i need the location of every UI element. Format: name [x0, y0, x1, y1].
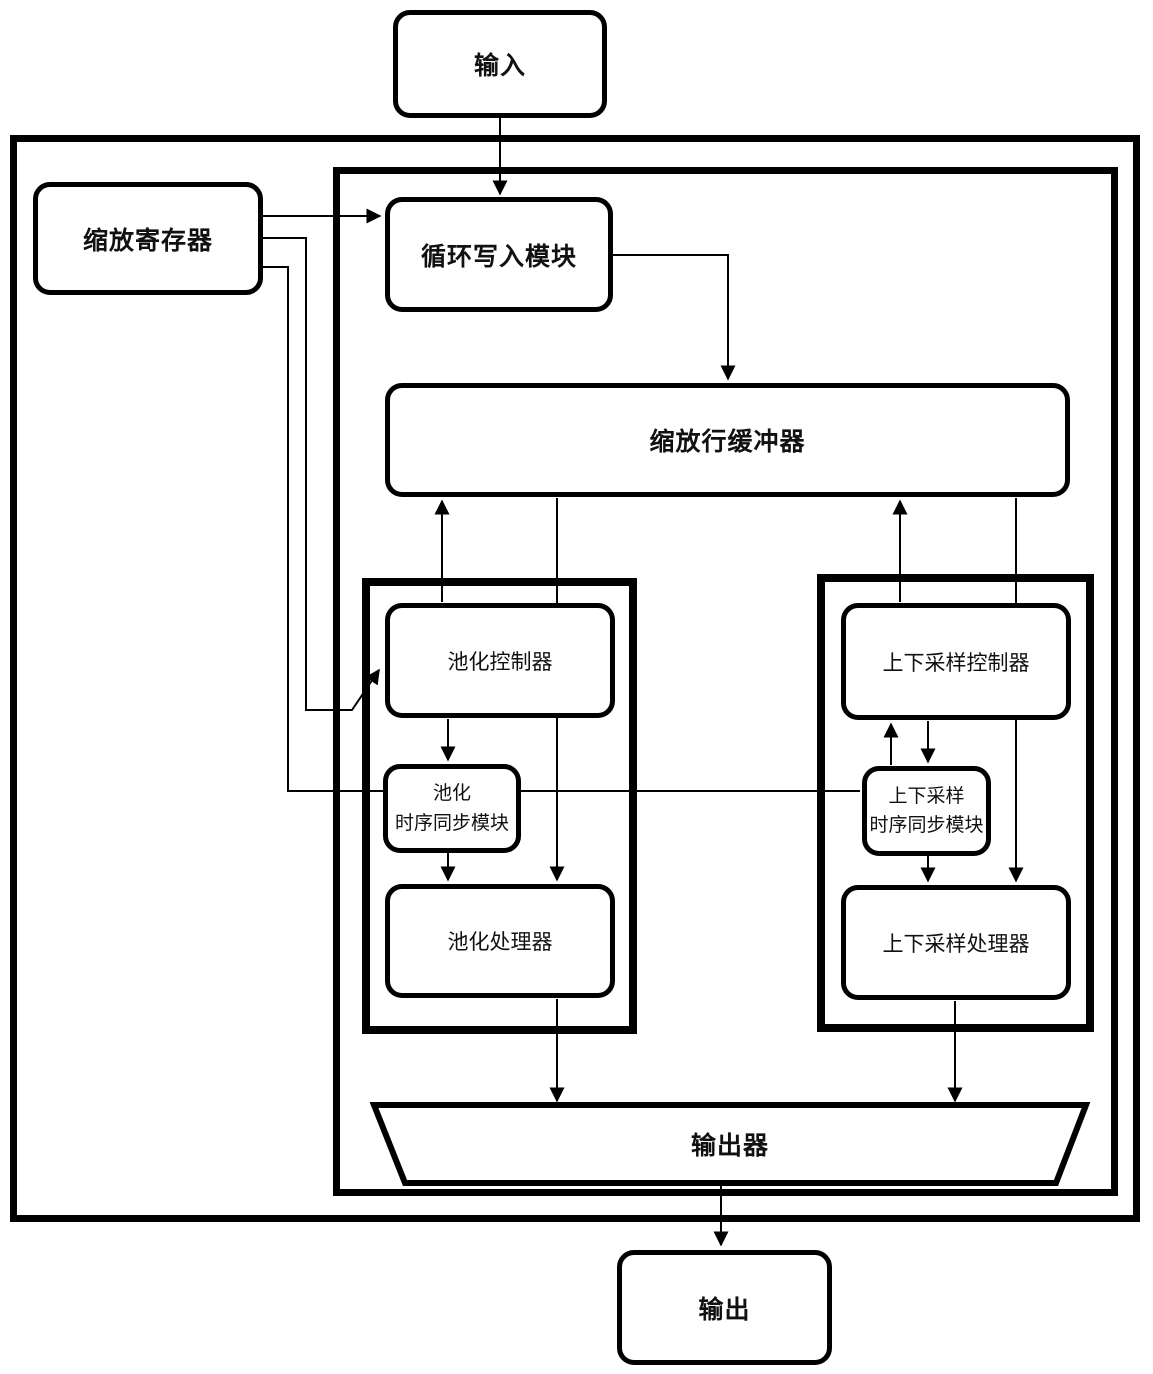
edge-register-to-sync-modules	[263, 266, 860, 792]
node-updown-controller: 上下采样控制器	[841, 603, 1071, 720]
updown-sampling-group-box	[817, 574, 1094, 1032]
node-pool-sync-module: 池化 时序同步模块	[383, 764, 521, 853]
pool-processor-label: 池化处理器	[447, 930, 553, 954]
scale-register-label: 缩放寄存器	[82, 225, 213, 255]
node-output: 输出	[617, 1250, 832, 1365]
node-scale-register: 缩放寄存器	[33, 182, 263, 295]
pooling-group-box	[362, 578, 637, 1034]
edge-register-to-pool-controller	[263, 237, 380, 711]
node-loop-write-module: 循环写入模块	[385, 197, 613, 312]
updown-controller-label: 上下采样控制器	[882, 650, 1030, 675]
outputter-shape	[369, 1102, 1091, 1186]
node-outputter: 输出器	[374, 1105, 1086, 1183]
output-label: 输出	[698, 1294, 751, 1324]
node-scale-line-buffer: 缩放行缓冲器	[385, 383, 1070, 497]
pool-controller-label: 池化控制器	[447, 649, 553, 674]
node-updown-sync-module: 上下采样 时序同步模块	[862, 766, 991, 856]
updown-sync-module-label: 上下采样 时序同步模块	[869, 784, 984, 836]
inner-container-box	[333, 167, 1118, 1196]
node-updown-processor: 上下采样处理器	[841, 885, 1071, 1000]
outer-container-box	[10, 135, 1140, 1222]
node-input: 输入	[393, 10, 607, 118]
pool-sync-module-label: 池化 时序同步模块	[394, 782, 509, 834]
updown-processor-label: 上下采样处理器	[882, 931, 1030, 956]
edge-loop-write-to-buffer	[613, 254, 736, 381]
loop-write-module-label: 循环写入模块	[420, 241, 577, 271]
scale-line-buffer-label: 缩放行缓冲器	[649, 427, 806, 456]
outputter-label: 输出器	[690, 1131, 769, 1160]
node-pool-processor: 池化处理器	[385, 884, 615, 998]
input-label: 输入	[473, 51, 526, 80]
node-pool-controller: 池化控制器	[385, 603, 615, 718]
